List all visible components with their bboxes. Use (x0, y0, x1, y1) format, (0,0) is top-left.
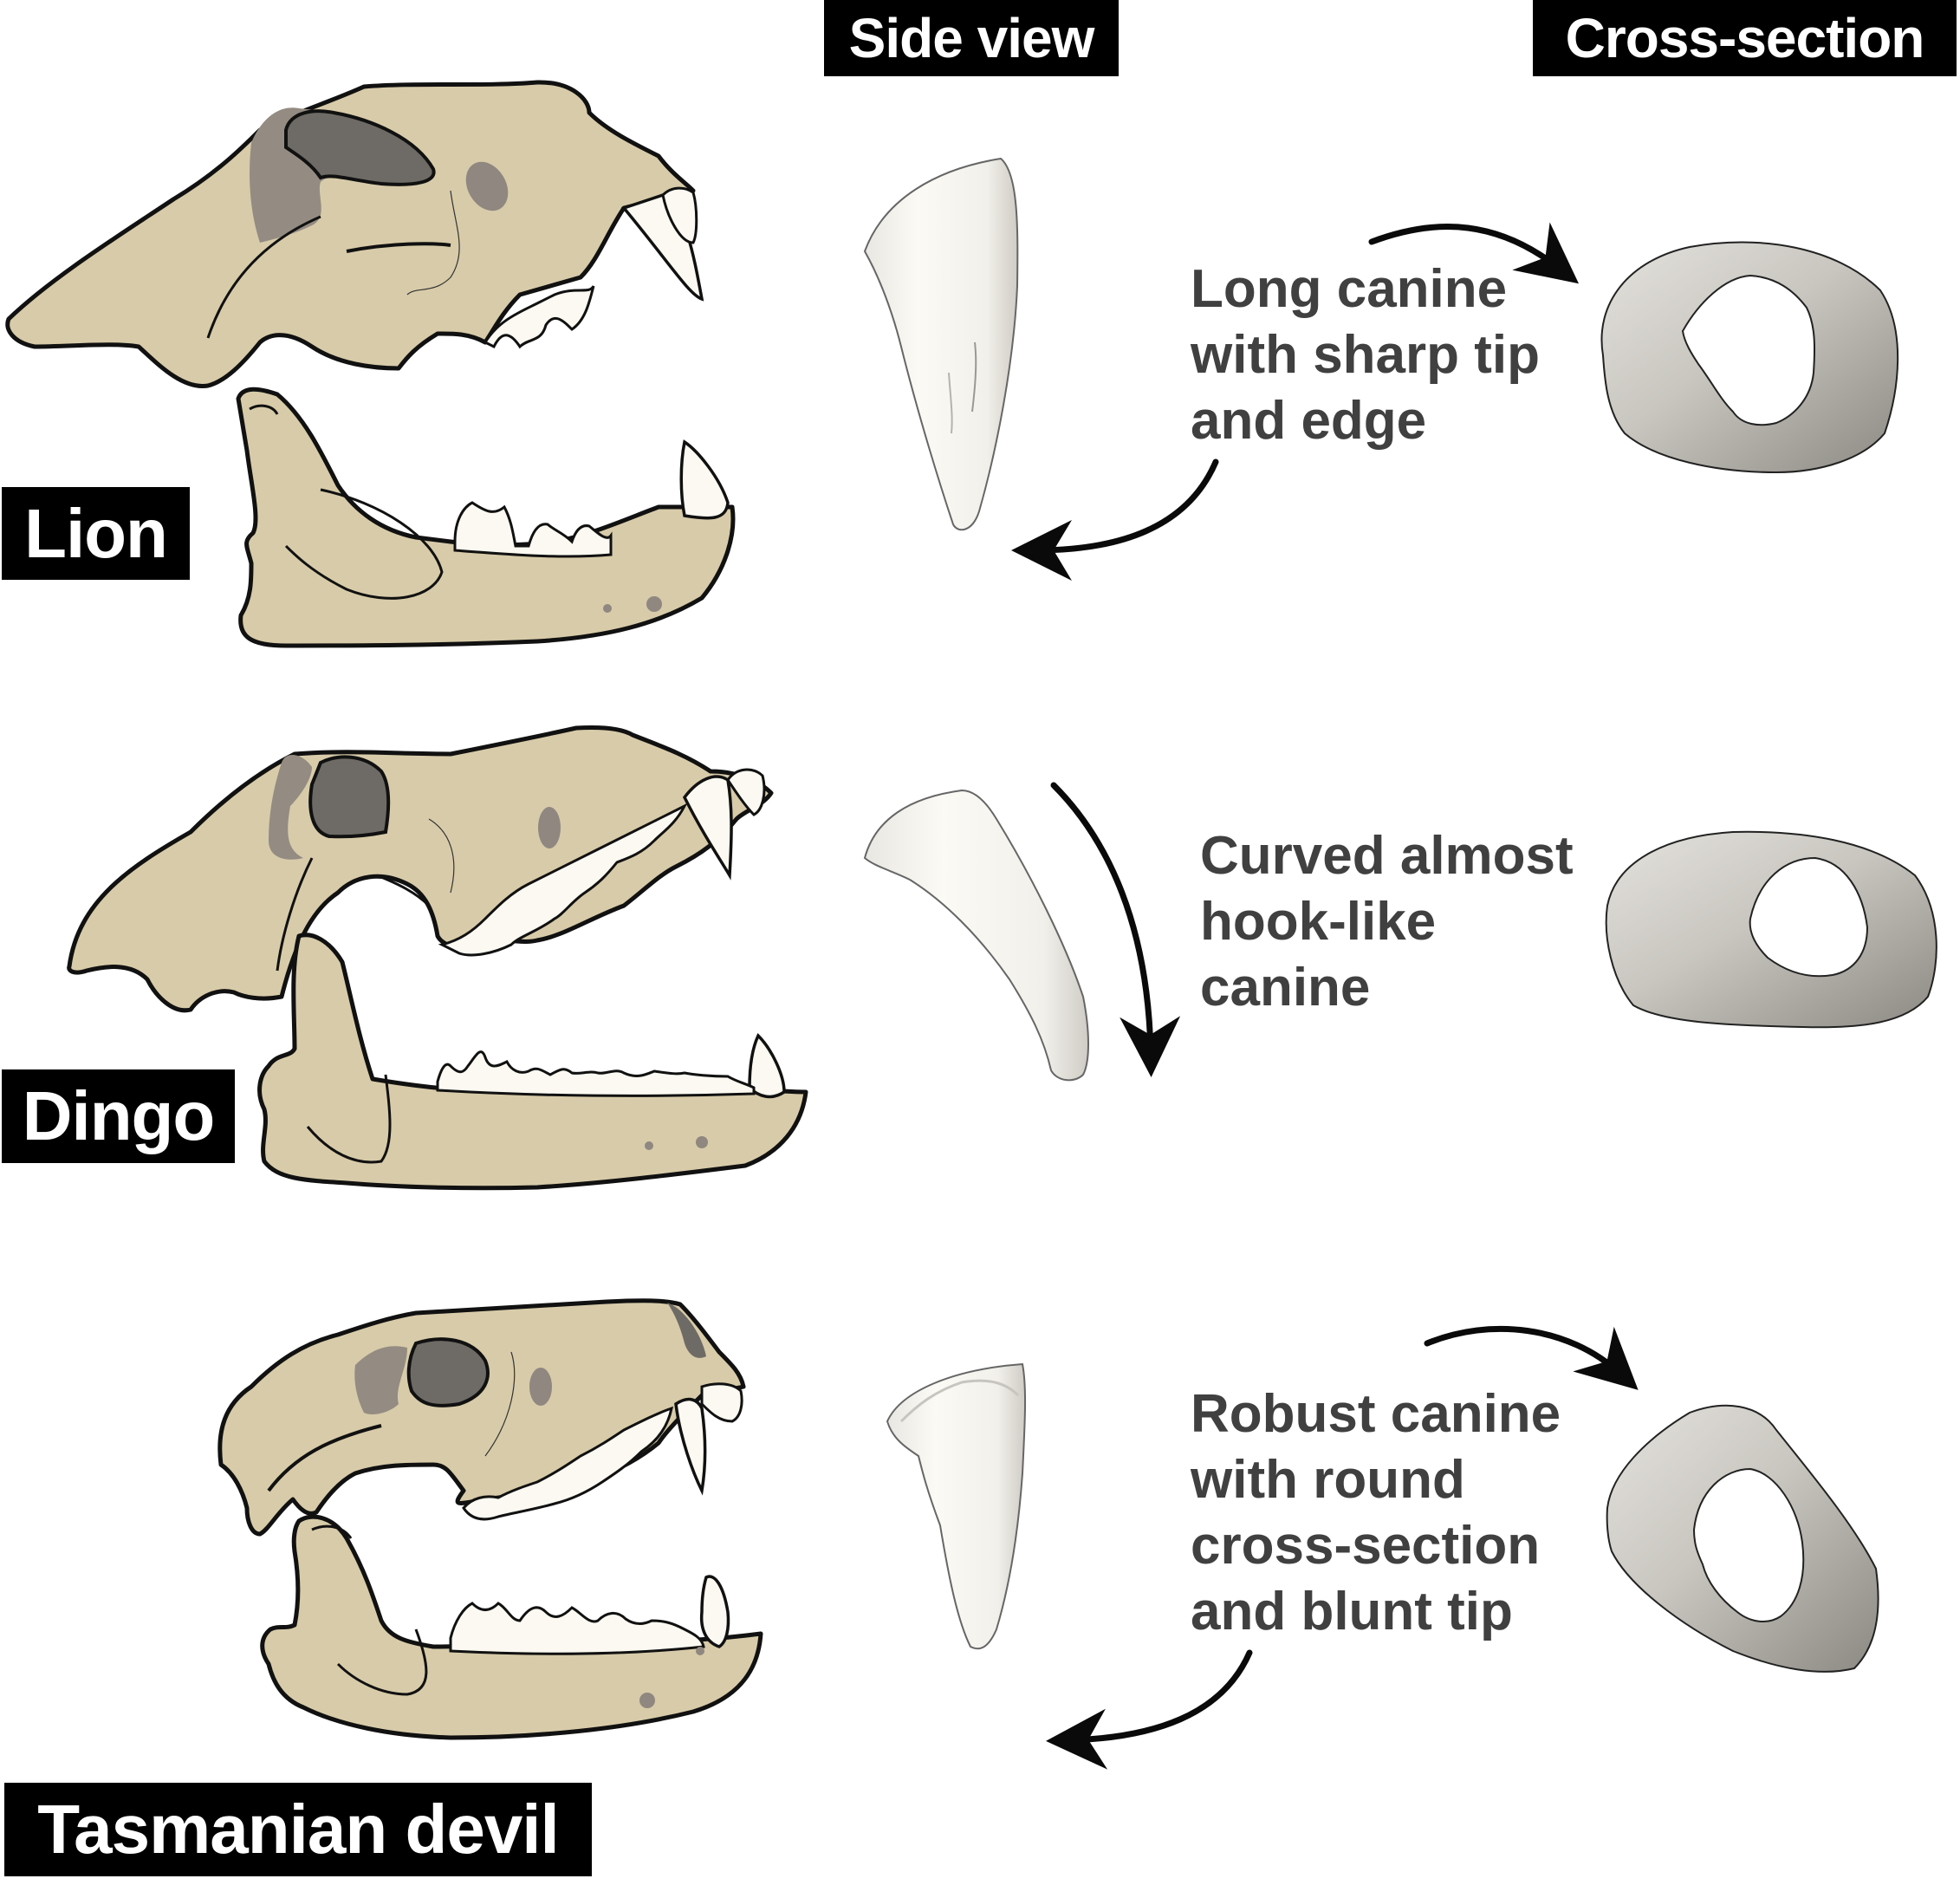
label-dingo: Dingo (2, 1069, 235, 1163)
tasmanian-devil-skull (217, 1298, 746, 1537)
header-side-view: Side view (824, 0, 1119, 76)
tasmanian-devil-canine-cross-section (1606, 1404, 1879, 1673)
dingo-canine-cross-section (1605, 830, 1937, 1029)
lion-canine-side-view (863, 157, 1019, 531)
label-tasmanian-devil: Tasmanian devil (4, 1783, 592, 1876)
description-tasmanian-devil: Robust canine with round cross-section a… (1191, 1384, 1561, 1641)
label-lion: Lion (2, 487, 190, 580)
arrow-tasmanian-to-cross-section (1424, 1325, 1639, 1390)
description-dingo: Curved almost hook-like canine (1200, 826, 1574, 1017)
arrow-lion-to-cross-section (1368, 222, 1580, 284)
dingo-mandible (257, 933, 808, 1191)
arrow-tasmanian-to-side-view (1046, 1649, 1253, 1770)
description-lion: Long canine with sharp tip and edge (1191, 259, 1540, 451)
arrows (1011, 222, 1639, 1770)
lion-skull (5, 80, 704, 388)
tasmanian-devil-mandible (260, 1514, 763, 1740)
arrow-dingo-curve (1050, 782, 1181, 1077)
dingo-canine-side-view (863, 789, 1089, 1082)
tasmanian-devil-canine-side-view (886, 1362, 1027, 1650)
dingo-skull (67, 725, 774, 1013)
header-cross-section: Cross-section (1533, 0, 1957, 76)
arrow-lion-to-side-view (1011, 458, 1219, 581)
lion-canine-cross-section (1600, 241, 1899, 474)
lion-mandible (236, 387, 736, 648)
